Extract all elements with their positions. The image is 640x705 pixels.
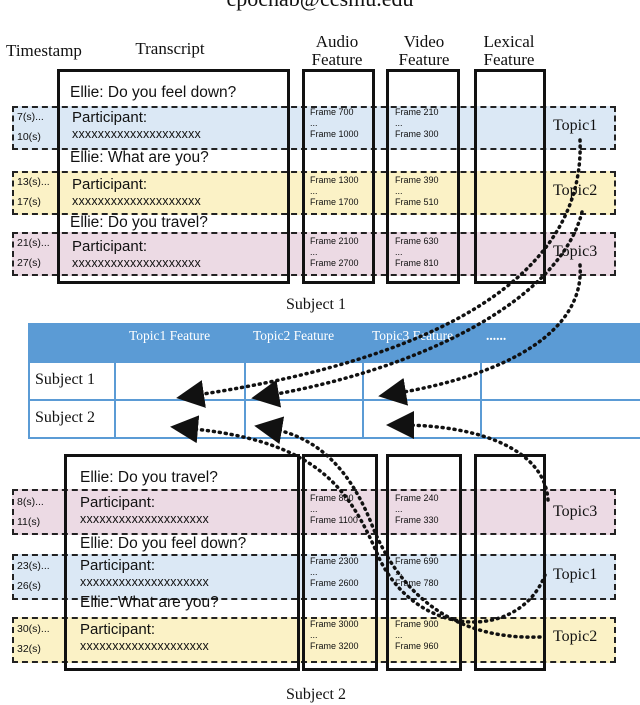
s2-topic3-label: Topic3 [553,503,598,520]
s2-topic2-label: Topic2 [553,628,598,645]
s2-participant-3: Participant:xxxxxxxxxxxxxxxxxxxx [80,621,209,653]
subject1-caption: Subject 1 [286,296,346,313]
video-header-line2: Feature [398,50,450,69]
s2-row1-timestamp: 8(s)...11(s) [17,496,44,528]
s1-row1-timestamp: 7(s)...10(s) [17,111,44,143]
s2-audio-column [302,454,378,671]
row-label-subject1: Subject 1 [35,371,95,388]
cell-divider [244,363,246,399]
s1-row2-timestamp: 13(s)...17(s) [17,176,50,208]
audio-header-line1: Audio [315,32,359,51]
video-header-line1: Video [403,32,445,51]
more-features-header: ...... [486,328,507,343]
cell-divider [362,401,364,437]
header-email: cpochab@ccsmu.edu [0,0,640,12]
s1-participant-3: Participant:xxxxxxxxxxxxxxxxxxxx [72,238,201,270]
audio-feature-header: Audio Feature [300,33,374,69]
s1-topic3-label: Topic3 [553,243,598,260]
cell-divider [114,401,116,437]
subject2-caption: Subject 2 [286,686,346,703]
s1-ellie-question-1: Ellie: Do you feel down? [70,84,237,101]
s2-lexical-column [474,454,546,671]
audio-header-line2: Feature [311,50,363,69]
cell-divider [480,401,482,437]
cell-divider [244,401,246,437]
topic3-feature-header: Topic3 Feature [372,328,454,343]
row-label-subject2: Subject 2 [35,409,95,426]
video-feature-header: Video Feature [387,33,461,69]
s1-video-column [386,69,460,284]
cell-divider [480,363,482,399]
s1-row3-timestamp: 21(s)...27(s) [17,237,50,269]
s2-row3-timestamp: 30(s)...32(s) [17,623,50,655]
s2-transcript-column [64,454,300,671]
lexical-header-line1: Lexical [483,32,535,51]
s2-topic1-label: Topic1 [553,566,598,583]
feature-table: Topic1 Feature Topic2 Feature Topic3 Fea… [28,323,640,439]
s1-audio-frames-1: Frame 700...Frame 1000 [310,107,359,139]
lexical-header-line2: Feature [483,50,535,69]
s1-lexical-column [474,69,546,284]
s1-transcript-column [57,69,290,284]
s2-participant-2: Participant:xxxxxxxxxxxxxxxxxxxx [80,557,209,589]
s1-participant-1: Participant:xxxxxxxxxxxxxxxxxxxx [72,109,201,141]
feature-table-row-subject1: Subject 1 [28,363,640,401]
lexical-feature-header: Lexical Feature [472,33,546,69]
topic2-feature-header: Topic2 Feature [253,328,335,343]
s1-audio-column [302,69,375,284]
s2-video-column [386,454,462,671]
s2-participant-1: Participant:xxxxxxxxxxxxxxxxxxxx [80,494,209,526]
s1-video-frames-1: Frame 210...Frame 300 [395,107,439,139]
s1-ellie-question-2: Ellie: What are you? [70,149,209,166]
timestamp-header: Timestamp [6,41,82,60]
s1-topic2-label: Topic2 [553,182,598,199]
transcript-header: Transcript [135,39,205,58]
feature-table-header: Topic1 Feature Topic2 Feature Topic3 Fea… [28,323,640,363]
feature-table-row-subject2: Subject 2 [28,401,640,439]
s1-topic1-label: Topic1 [553,117,598,134]
cell-divider [114,363,116,399]
topic1-feature-header: Topic1 Feature [129,328,211,343]
s1-participant-2: Participant:xxxxxxxxxxxxxxxxxxxx [72,176,201,208]
cell-divider [362,363,364,399]
s1-ellie-question-3: Ellie: Do you travel? [70,214,208,231]
s2-row2-timestamp: 23(s)...26(s) [17,560,50,592]
